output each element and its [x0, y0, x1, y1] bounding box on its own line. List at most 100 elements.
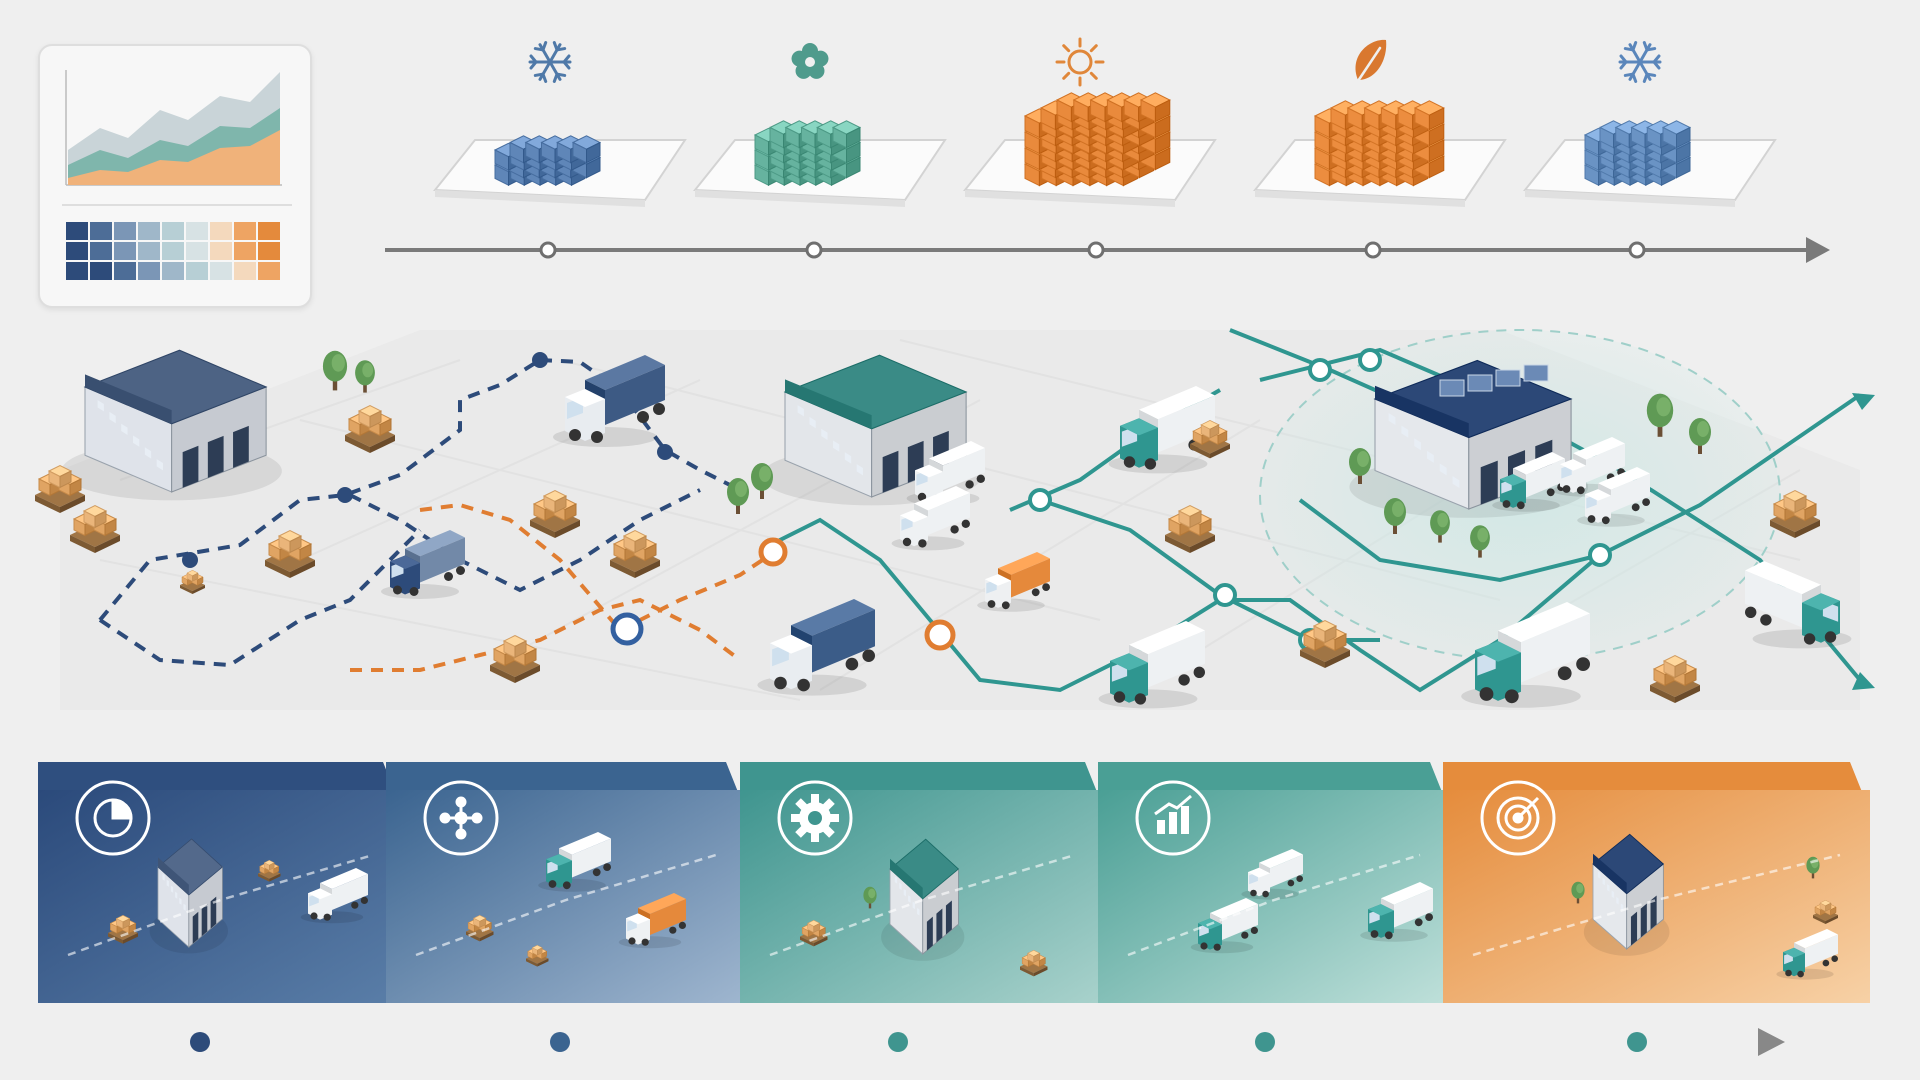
thumbnail-heatmap	[66, 222, 280, 280]
season-inventory-3	[962, 37, 1217, 207]
timeline-node	[805, 241, 823, 259]
cardboard-box	[1200, 419, 1220, 439]
pallet-boxes	[265, 529, 315, 578]
heatmap-cell	[90, 262, 112, 280]
warehouse-origin	[61, 349, 282, 501]
cardboard-box	[357, 404, 383, 429]
heatmap-cell	[234, 262, 256, 280]
heatmap-cell	[138, 242, 160, 260]
season-inventory-4	[1252, 39, 1507, 207]
timeline-node	[1364, 241, 1382, 259]
strategy-panel-1	[38, 762, 403, 1003]
cardboard-box	[115, 914, 131, 929]
season-inventory-2	[692, 43, 947, 207]
pallet-boxes	[1770, 489, 1820, 538]
cardboard-box	[1662, 654, 1688, 679]
mini-pallet	[800, 919, 828, 947]
flower-icon	[791, 43, 829, 79]
cardboard-box	[542, 489, 568, 514]
cardboard-box	[47, 464, 73, 489]
cardboard-box	[1819, 899, 1832, 912]
mini-tree	[1571, 881, 1585, 904]
route-node	[182, 552, 198, 568]
cardboard-box	[473, 914, 487, 928]
leaf-icon	[1354, 39, 1387, 86]
solar-panel	[1523, 364, 1549, 382]
mini-pallet	[258, 859, 281, 882]
pallet-boxes	[1190, 419, 1230, 459]
solar-panel	[1439, 379, 1465, 397]
truck-teal	[1461, 602, 1590, 708]
truck-teal	[1745, 561, 1852, 649]
mini-tree	[863, 886, 877, 909]
heatmap-cell	[258, 262, 280, 280]
pallet-boxes	[1165, 504, 1215, 553]
heatmap-cell	[186, 242, 208, 260]
gear-icon	[791, 794, 839, 842]
mini-truck	[618, 893, 686, 949]
truck-docked	[1577, 467, 1650, 527]
route-arrowheads	[1852, 393, 1875, 690]
inventory-box	[1139, 92, 1171, 123]
cardboard-box	[186, 569, 199, 582]
heatmap-cell	[90, 222, 112, 240]
heatmap-cell	[162, 222, 184, 240]
heatmap-cell	[66, 262, 88, 280]
truck-docked	[891, 486, 970, 551]
mini-warehouse	[149, 838, 228, 954]
snowflake-icon	[1618, 41, 1662, 83]
route-node	[1358, 348, 1382, 372]
route-hub-node	[924, 619, 956, 651]
heatmap-cell	[114, 262, 136, 280]
route-node	[337, 487, 353, 503]
cardboard-box	[1782, 489, 1808, 514]
warehouse-regional	[761, 354, 982, 506]
seasonal-inventory-row	[432, 37, 1777, 207]
pallet-boxes	[70, 504, 120, 553]
thumbnail-area-chart	[62, 70, 292, 206]
cardboard-box	[1177, 504, 1203, 529]
timeline-node	[1628, 241, 1646, 259]
inventory-box	[831, 120, 862, 149]
bar-chart-icon	[1154, 794, 1192, 834]
heatmap-cell	[66, 222, 88, 240]
mini-truck	[300, 868, 368, 924]
tree	[1689, 418, 1711, 454]
timeline-node	[1087, 241, 1105, 259]
season-timeline	[385, 237, 1830, 263]
heatmap-cell	[210, 262, 232, 280]
pie-chart-icon	[93, 798, 133, 838]
cardboard-box	[622, 529, 648, 554]
inventory-box	[571, 135, 602, 164]
pallet-boxes	[530, 489, 580, 538]
mini-warehouse	[881, 838, 965, 961]
mini-truck	[1241, 849, 1303, 900]
strategy-panel-4	[1098, 762, 1450, 1003]
tree	[1646, 393, 1674, 437]
heatmap-cell	[258, 222, 280, 240]
timeline-node	[888, 1032, 908, 1052]
cardboard-box	[502, 634, 528, 659]
cardboard-box	[277, 529, 303, 554]
pallet-boxes	[610, 529, 660, 578]
pallet-boxes	[490, 634, 540, 683]
season-inventory-5	[1522, 41, 1777, 207]
truck-docked	[1492, 452, 1565, 512]
route-orange-dashed	[350, 502, 772, 672]
snowflake-icon	[528, 41, 572, 83]
heatmap-cell	[210, 222, 232, 240]
tree	[751, 463, 773, 499]
strategy-panel-3	[740, 762, 1105, 1003]
truck-navy	[757, 599, 875, 696]
inventory-box	[1413, 100, 1445, 131]
heatmap-cell	[210, 242, 232, 260]
heatmap-cell	[186, 222, 208, 240]
mini-pallet	[1020, 949, 1048, 977]
tree	[1349, 448, 1371, 484]
truck-teal	[1098, 621, 1205, 709]
mini-truck	[538, 832, 611, 892]
solar-panel	[1467, 374, 1493, 392]
timeline-node	[1255, 1032, 1275, 1052]
strategy-panels-row	[38, 762, 1870, 1003]
tree	[1470, 525, 1490, 558]
